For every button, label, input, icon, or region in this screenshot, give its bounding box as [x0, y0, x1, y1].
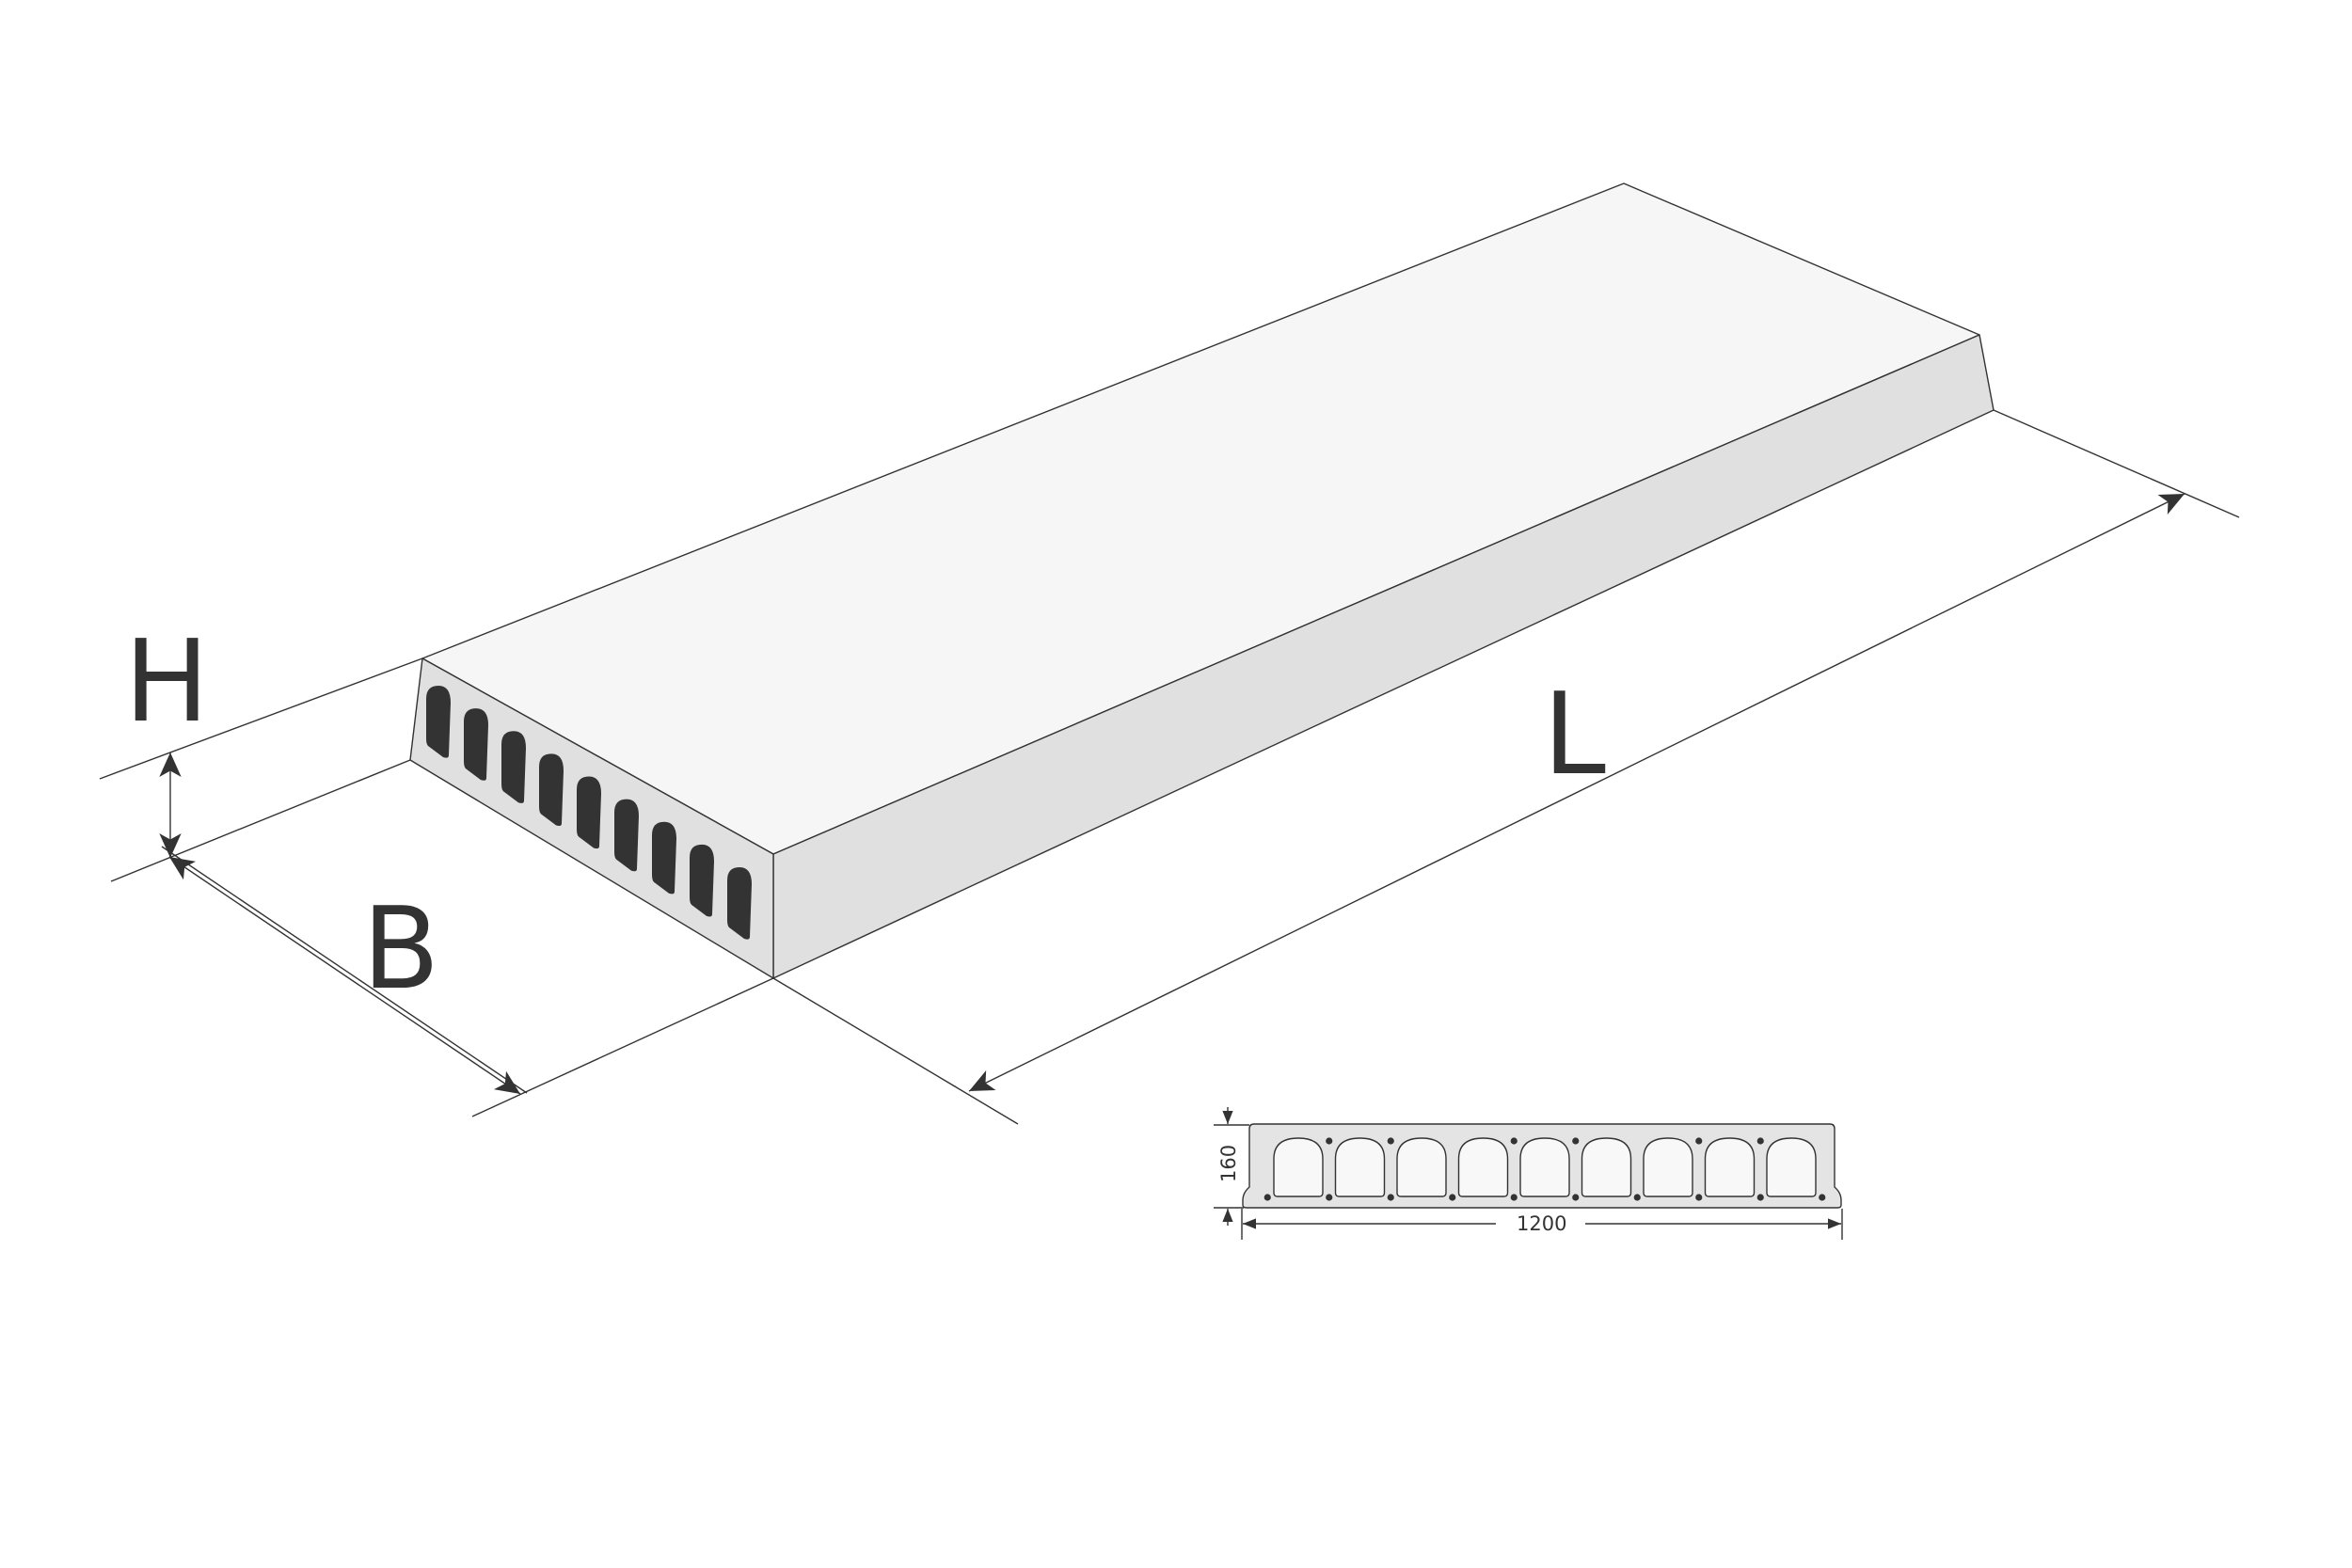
height-label: H	[124, 617, 209, 748]
section-void	[1704, 1137, 1756, 1197]
width-label: B	[362, 884, 439, 1015]
rebar-dot	[1695, 1194, 1703, 1201]
section-void	[1519, 1137, 1570, 1197]
section-voids	[1273, 1137, 1817, 1197]
slab-void	[501, 731, 526, 803]
section-void	[1396, 1137, 1447, 1197]
rebar-dot	[1510, 1137, 1518, 1145]
section-void	[1766, 1137, 1817, 1197]
section-height-label: 160	[1217, 1145, 1240, 1182]
rebar-dot	[1449, 1194, 1456, 1201]
section-void	[1457, 1137, 1509, 1197]
rebar-dot	[1387, 1137, 1394, 1145]
rebar-dot	[1633, 1194, 1641, 1201]
section-width-label: 1200	[1517, 1212, 1566, 1235]
section-void	[1643, 1137, 1693, 1197]
rebar-dot	[1326, 1137, 1333, 1145]
width-dimension-line	[168, 856, 521, 1095]
length-label: L	[1543, 670, 1606, 800]
slab-void	[614, 799, 639, 872]
slab-end-voids	[426, 686, 752, 940]
rebar-dot	[1387, 1194, 1394, 1201]
slab-void	[464, 708, 488, 781]
rebar-dot	[1695, 1137, 1703, 1145]
rebar-dot	[1263, 1194, 1271, 1201]
slab-void	[577, 776, 601, 849]
rebar-dot	[1819, 1194, 1826, 1201]
cross-section: 160 1200	[1214, 1107, 1843, 1240]
slab-void	[690, 844, 714, 917]
section-void	[1273, 1137, 1324, 1197]
rebar-dot	[1572, 1137, 1580, 1145]
rebar-dot	[1510, 1194, 1518, 1201]
rebar-dot	[1326, 1194, 1333, 1201]
section-reinforcement-dots	[1263, 1137, 1826, 1201]
slab-void	[652, 821, 676, 895]
section-void	[1334, 1137, 1386, 1197]
slab-void	[539, 753, 564, 827]
section-void	[1581, 1137, 1632, 1197]
rebar-dot	[1572, 1194, 1580, 1201]
slab-3d	[409, 182, 1994, 979]
rebar-dot	[1756, 1194, 1764, 1201]
length-dimension-line	[968, 493, 2185, 1092]
rebar-dot	[1756, 1137, 1764, 1145]
slab-void	[426, 686, 451, 758]
dimension-lines	[159, 493, 2185, 1095]
slab-void	[727, 867, 752, 940]
